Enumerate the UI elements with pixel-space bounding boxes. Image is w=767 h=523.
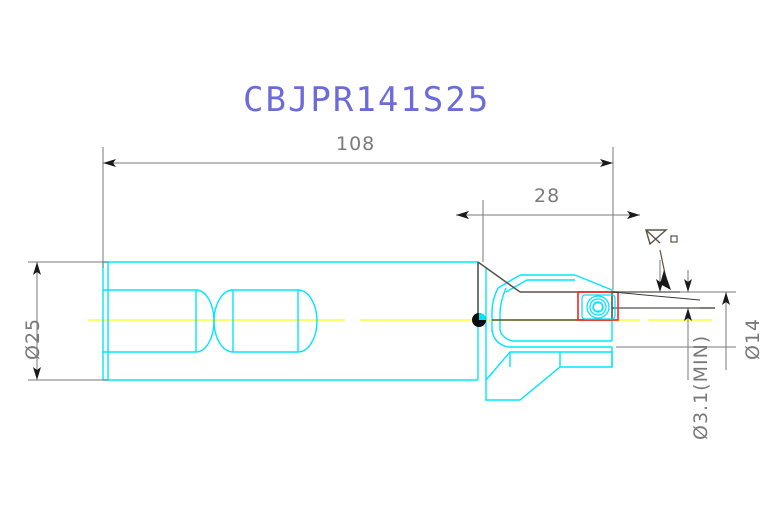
center-node-icon xyxy=(472,313,486,327)
dimension-label-min-bore: Ø3.1(MIN) xyxy=(690,334,712,440)
degree-mark-icon xyxy=(670,235,678,243)
angle-symbol-icon xyxy=(645,229,668,246)
shank-body xyxy=(102,261,478,381)
dimension-label-shank-diameter: Ø25 xyxy=(22,317,44,360)
dimension-head-length xyxy=(456,200,640,290)
cutting-head xyxy=(477,262,613,401)
page-title: CBJPR141S25 xyxy=(243,80,491,120)
dimension-head-diameter xyxy=(616,291,736,370)
dimension-min-bore xyxy=(616,260,700,380)
dimension-label-head-diameter: Ø14 xyxy=(742,317,764,360)
cutting-insert xyxy=(577,291,619,321)
insert-screw-icon xyxy=(586,295,610,319)
dimension-overall-length xyxy=(102,147,614,268)
angle-leader-line xyxy=(611,249,701,301)
dimension-label-overall-length: 108 xyxy=(336,133,376,155)
dimension-shank-diameter xyxy=(28,261,108,381)
dimension-label-head-length: 28 xyxy=(534,185,561,207)
